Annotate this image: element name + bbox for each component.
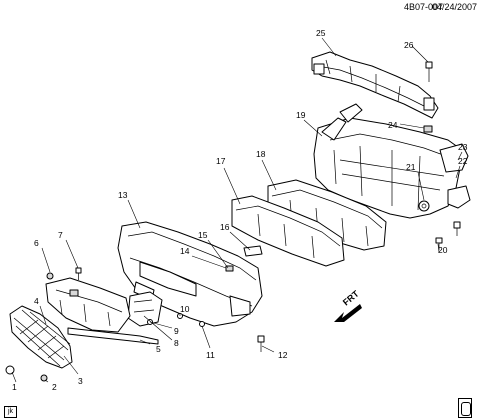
- front-direction-label: FRT: [341, 288, 361, 307]
- callout-23: 23: [458, 142, 468, 152]
- callout-26: 26: [404, 40, 414, 50]
- callout-12: 12: [278, 350, 288, 360]
- callout-14: 14: [180, 246, 190, 256]
- manufacturer-logo-icon: [458, 398, 472, 418]
- callout-6: 6: [34, 238, 39, 248]
- corner-badge: jk: [4, 406, 17, 418]
- callout-5: 5: [156, 344, 161, 354]
- callout-11: 11: [206, 350, 215, 360]
- callout-16: 16: [220, 222, 230, 232]
- callout-25: 25: [316, 28, 326, 38]
- callout-18: 18: [256, 149, 266, 159]
- callout-7: 7: [58, 230, 63, 240]
- diagram-code: 4B07-007: [404, 2, 444, 12]
- bolt-20: [435, 237, 443, 250]
- bolt-12: [257, 335, 265, 352]
- callout-17: 17: [216, 156, 226, 166]
- grille-mounting-panel: [45, 277, 131, 333]
- fastener-22: [453, 221, 461, 236]
- lower-molding: [67, 327, 159, 345]
- nut-6: [46, 272, 54, 280]
- emblem: [5, 365, 15, 375]
- license-bracket: [127, 291, 163, 327]
- diagram-date: 04/24/2007: [432, 2, 477, 12]
- upper-radiator-support: [311, 51, 439, 119]
- callout-8: 8: [174, 338, 179, 348]
- callout-22: 22: [458, 156, 468, 166]
- callout-9: 9: [174, 326, 179, 336]
- retainer-16: [243, 245, 263, 257]
- bolt-7: [75, 267, 82, 280]
- callout-2: 2: [52, 382, 57, 392]
- callout-10: 10: [180, 304, 190, 314]
- clip-14: [225, 265, 234, 272]
- callout-3: 3: [78, 376, 83, 386]
- callout-24: 24: [388, 120, 398, 130]
- callout-21: 21: [406, 162, 416, 172]
- grille: [9, 305, 73, 369]
- callout-4: 4: [34, 296, 39, 306]
- callout-labels: 1 2 3 4 5 6 7 8 9 10 11 12 13 14 15 16 1…: [12, 28, 468, 392]
- fastener-2: [40, 374, 48, 382]
- callout-19: 19: [296, 110, 306, 120]
- radiator-support-frame: [313, 103, 471, 219]
- callout-20: 20: [438, 245, 448, 255]
- leader-lines: [11, 37, 463, 383]
- impact-bar: [231, 195, 345, 267]
- screw-11: [199, 321, 205, 327]
- callout-13: 13: [118, 190, 128, 200]
- bolt-26: [425, 61, 433, 82]
- front-arrow-icon: [334, 304, 362, 322]
- front-direction-indicator: FRT: [334, 288, 362, 322]
- callout-15: 15: [198, 230, 208, 240]
- clip-24: [423, 125, 433, 133]
- callout-1: 1: [12, 382, 17, 392]
